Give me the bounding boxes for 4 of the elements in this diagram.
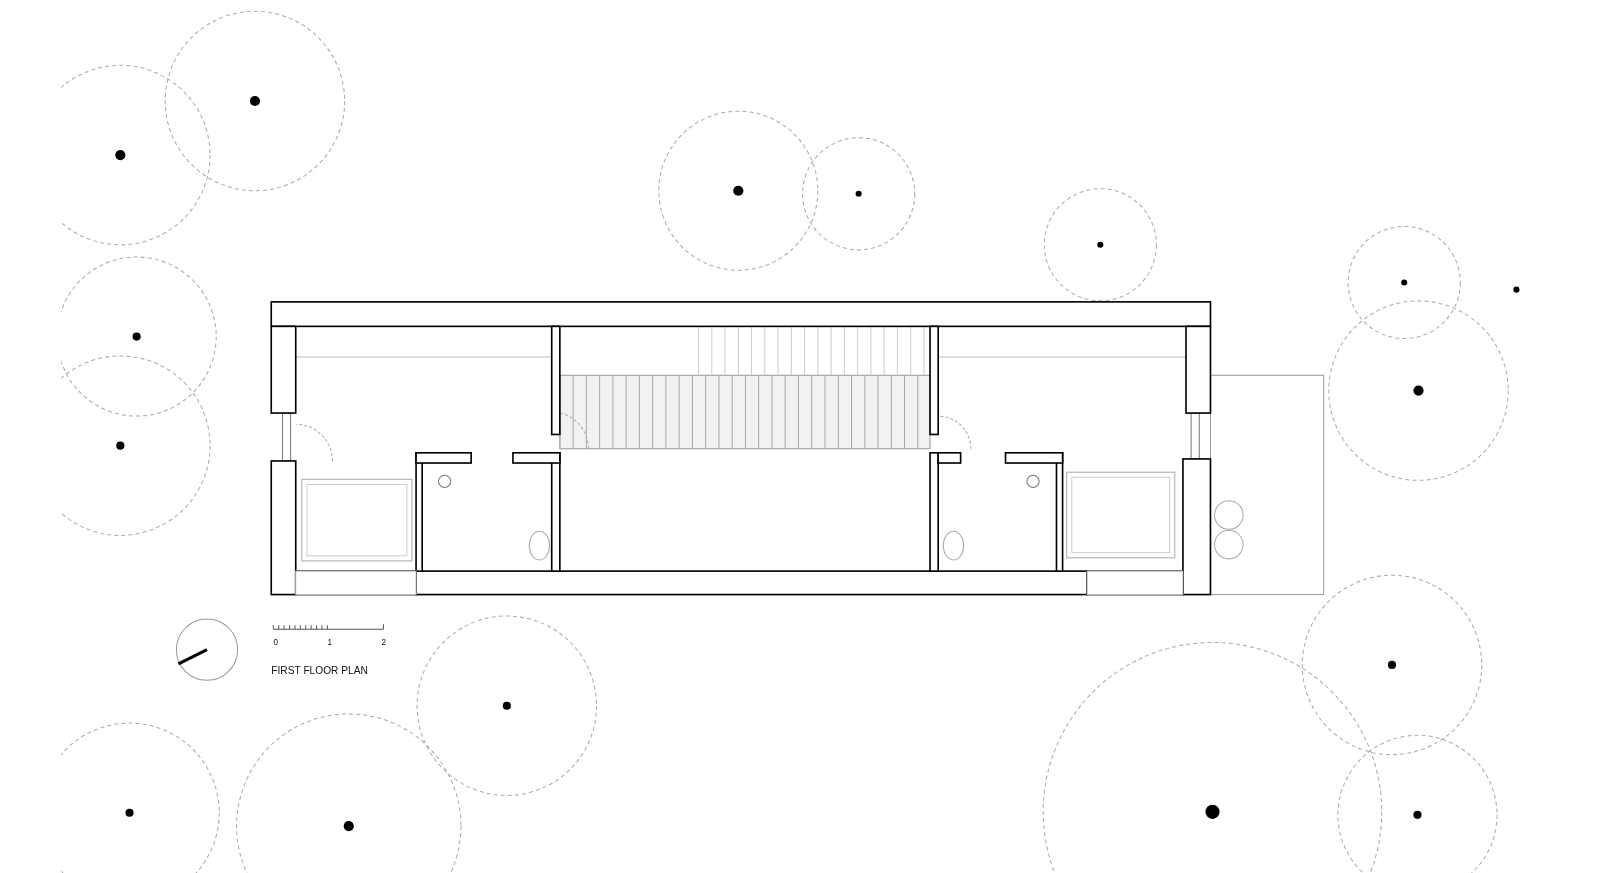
plan-title: FIRST FLOOR PLAN <box>271 666 368 677</box>
scale-number: 2 <box>381 638 387 647</box>
scale-number: 1 <box>327 638 332 647</box>
scale-number: 0 <box>273 638 278 647</box>
